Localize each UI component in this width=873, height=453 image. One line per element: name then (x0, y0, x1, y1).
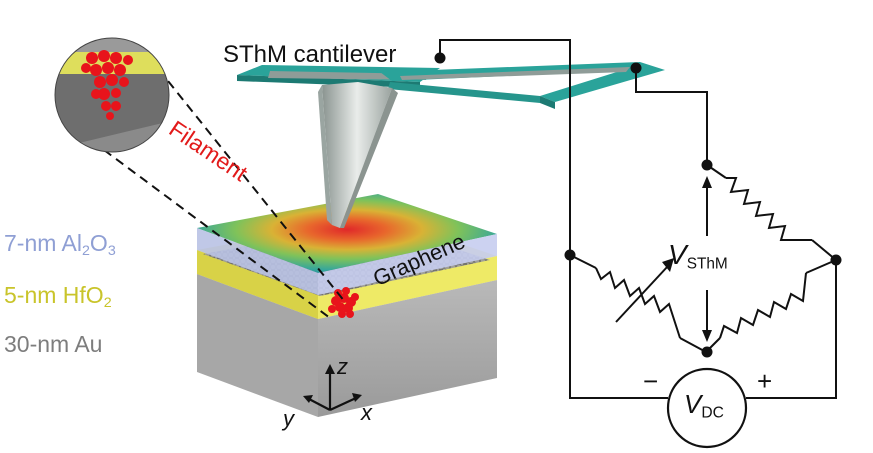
vsthm-label: VSThM (668, 239, 728, 273)
axis-y-label: y (283, 406, 294, 431)
device-stack (197, 194, 497, 417)
plus-label: + (757, 366, 773, 396)
axes (303, 364, 362, 411)
filament-spheres (328, 287, 359, 318)
sthm-tip (322, 82, 392, 228)
minus-label: − (643, 366, 659, 396)
circuit (439, 39, 837, 449)
al2o3-label: 7-nm Al2O3 (4, 230, 116, 259)
au-label: 30-nm Au (4, 331, 103, 357)
resistor-bottom-right (719, 272, 807, 339)
vdc-label: VDC (684, 389, 724, 422)
axis-z-label: z (337, 354, 348, 379)
dc-source (666, 367, 748, 449)
resistor-top-right (726, 177, 812, 241)
resistor-variable (595, 267, 681, 339)
al2o3-layer (197, 194, 497, 295)
cantilever-label: SThM cantilever (223, 41, 397, 68)
cantilever (237, 62, 665, 228)
axis-x-label: x (361, 400, 372, 425)
filament-inset (54, 37, 170, 153)
circuit-nodes (434, 52, 842, 358)
zoom-lines (103, 45, 346, 319)
hfo2-label: 5-nm HfO2 (4, 282, 112, 311)
